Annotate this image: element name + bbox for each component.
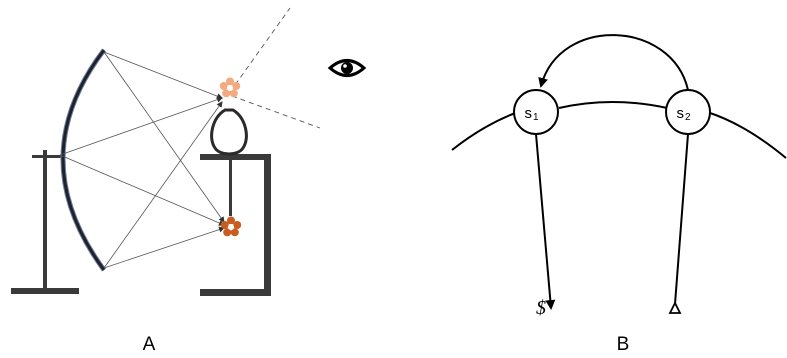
light-rays (59, 51, 225, 269)
sight-line-upper (229, 7, 291, 93)
link-arc (558, 101, 668, 109)
node-s1-main: s (525, 105, 533, 122)
membrane-arc-right (706, 111, 787, 159)
node-s2-main: s (677, 105, 685, 122)
s2-open-triangle (668, 300, 682, 314)
feedback-arrow (538, 34, 689, 91)
flower-icon (219, 77, 241, 98)
panel-label-a: A (143, 334, 156, 355)
box-stand (200, 154, 271, 296)
panel-b: s 1 s 2 $ B (451, 34, 787, 355)
flower-icon (220, 216, 242, 237)
panel-a: A (11, 7, 367, 355)
s2-output-line (674, 133, 689, 305)
panel-label-b: B (617, 334, 630, 355)
sight-line-lower (231, 95, 321, 129)
node-s1-sub: 1 (533, 112, 539, 123)
node-s1: s 1 (513, 89, 559, 135)
node-s2-sub: 2 (685, 112, 691, 123)
vase (210, 108, 248, 156)
mirror-stand (11, 150, 79, 294)
membrane-arc-left (451, 111, 519, 151)
s1-output-line (535, 133, 556, 310)
node-s2: s 2 (665, 89, 711, 135)
eye-icon (327, 59, 367, 77)
end-mark: $ (536, 297, 546, 319)
